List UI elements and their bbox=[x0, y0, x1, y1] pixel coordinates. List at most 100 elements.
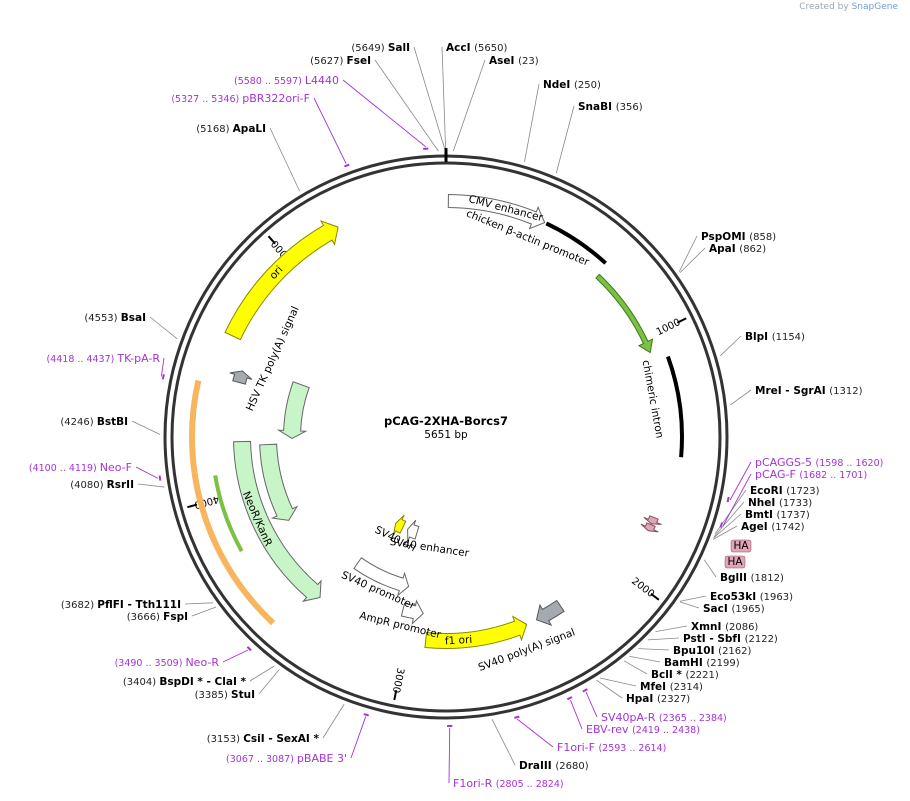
primer-position: (5327 .. 5346) bbox=[171, 94, 242, 105]
site-leader bbox=[191, 606, 217, 617]
site-leader bbox=[452, 59, 486, 152]
site-position: (3153) bbox=[207, 734, 243, 745]
site-name: BstBI bbox=[97, 416, 128, 428]
site-leader bbox=[629, 655, 661, 663]
site-leader bbox=[599, 677, 637, 687]
intron-black-bar bbox=[666, 355, 684, 458]
site-label: (3682) PflFI - Tth111I bbox=[61, 599, 181, 611]
site-leader bbox=[413, 46, 446, 152]
site-leader bbox=[269, 127, 301, 192]
primer-name: F1ori-F bbox=[557, 741, 598, 754]
site-label: BlpI (1154) bbox=[745, 331, 805, 343]
promoter-black-bar bbox=[545, 221, 607, 265]
plasmid-name: pCAG-2XHA-Borcs7 bbox=[384, 414, 508, 428]
site-name: PstI - SbfI bbox=[683, 633, 745, 645]
site-label: (5168) ApaLI bbox=[196, 123, 266, 135]
site-position: (2680) bbox=[555, 761, 588, 772]
sv40-polya-block bbox=[535, 599, 565, 627]
site-label: HpaI (2327) bbox=[626, 693, 690, 705]
site-label: NheI (1733) bbox=[748, 497, 812, 509]
primer-label: pCAG-F (1682 .. 1701) bbox=[755, 468, 867, 481]
primer-position: (5580 .. 5597) bbox=[234, 76, 305, 87]
site-label: (5627) FseI bbox=[310, 55, 371, 67]
site-position: (2314) bbox=[670, 682, 703, 693]
ha-tag-1 bbox=[643, 515, 662, 526]
primer-leader bbox=[135, 466, 159, 479]
site-name: PflFI - Tth111I bbox=[97, 599, 181, 611]
site-position: (2327) bbox=[657, 694, 690, 705]
site-label: (3385) StuI bbox=[195, 689, 255, 701]
site-position: (1154) bbox=[772, 332, 805, 343]
primer-label: (4418 .. 4437) TK-pA-R bbox=[47, 352, 161, 365]
ha-label: HA bbox=[727, 556, 743, 568]
primer-name: pCAGGS-5 bbox=[755, 456, 816, 469]
credit-brand: SnapGene bbox=[851, 2, 898, 12]
site-leader bbox=[713, 513, 742, 539]
site-label: PstI - SbfI (2122) bbox=[683, 633, 778, 645]
primer-label: EBV-rev (2419 .. 2438) bbox=[586, 723, 700, 736]
ampr-promoter-arrow bbox=[400, 599, 424, 625]
site-label: BclI * (2221) bbox=[651, 669, 719, 681]
site-position: (4080) bbox=[70, 480, 106, 491]
sv40-promoter-arrow bbox=[353, 557, 410, 597]
sv40-enhancer-box bbox=[407, 519, 420, 542]
site-leader bbox=[623, 660, 648, 675]
site-label: EcoRI (1723) bbox=[750, 485, 820, 497]
site-position: (4553) bbox=[84, 313, 120, 324]
site-label: ApaI (862) bbox=[709, 243, 766, 255]
site-label: (3666) FspI bbox=[127, 611, 188, 623]
primer-leader bbox=[313, 97, 347, 164]
tick-label: 1000 bbox=[655, 317, 683, 338]
primer-mark bbox=[363, 713, 369, 717]
site-leader bbox=[655, 625, 688, 633]
primer-position: (4100 .. 4119) bbox=[29, 463, 100, 474]
site-position: (1812) bbox=[751, 573, 784, 584]
site-position: (3404) bbox=[123, 677, 159, 688]
site-name: EcoRI bbox=[750, 485, 786, 497]
site-leader bbox=[719, 335, 742, 357]
site-leader bbox=[713, 501, 745, 537]
site-name: PspOMI bbox=[701, 231, 749, 243]
site-label: (4553) BsaI bbox=[84, 312, 146, 324]
site-leader bbox=[680, 595, 707, 602]
site-leader bbox=[374, 59, 439, 152]
primer-mark bbox=[514, 715, 520, 719]
site-position: (5649) bbox=[351, 43, 387, 54]
hsv-tk-polya-block bbox=[229, 370, 253, 385]
primer-label: (5327 .. 5346) pBR322ori-F bbox=[171, 92, 310, 105]
site-leader bbox=[137, 483, 165, 488]
site-label: (4246) BstBI bbox=[60, 416, 128, 428]
site-label: AgeI (1742) bbox=[741, 521, 805, 533]
site-leader bbox=[555, 105, 575, 174]
site-name: AccI bbox=[446, 42, 474, 54]
primer-name: SV40pA-R bbox=[601, 711, 659, 724]
primer-position: (2419 .. 2438) bbox=[632, 725, 700, 736]
tick-mark bbox=[267, 235, 276, 245]
primer-mark bbox=[158, 475, 162, 481]
site-name: AgeI bbox=[741, 521, 771, 533]
site-name: BspDI * - ClaI * bbox=[159, 676, 246, 688]
primer-marks bbox=[158, 147, 730, 727]
ha-label: HA bbox=[733, 540, 749, 552]
primer-mark bbox=[246, 646, 252, 652]
feature-label: f1 ori bbox=[445, 634, 473, 648]
site-leader bbox=[249, 665, 275, 682]
site-name: RsrII bbox=[107, 479, 134, 491]
primer-leader bbox=[448, 727, 451, 784]
site-name: HpaI bbox=[626, 693, 657, 705]
site-leader bbox=[647, 637, 680, 641]
plasmid-length: 5651 bp bbox=[424, 429, 468, 441]
site-name: AseI bbox=[489, 55, 518, 67]
primer-position: (2593 .. 2614) bbox=[598, 743, 666, 754]
site-position: (1733) bbox=[779, 498, 812, 509]
chimeric-intron-arrow bbox=[595, 273, 654, 354]
site-name: MreI - SgrAI bbox=[755, 385, 829, 397]
primer-name: pCAG-F bbox=[755, 468, 799, 481]
snapgene-credit: Created by SnapGene bbox=[799, 2, 898, 12]
tick-mark bbox=[393, 689, 398, 701]
site-position: (2086) bbox=[725, 622, 758, 633]
backbone-inner-strand bbox=[170, 161, 722, 713]
site-leader bbox=[258, 669, 280, 695]
primer-leader bbox=[516, 718, 554, 748]
site-name: SacI bbox=[703, 603, 731, 615]
